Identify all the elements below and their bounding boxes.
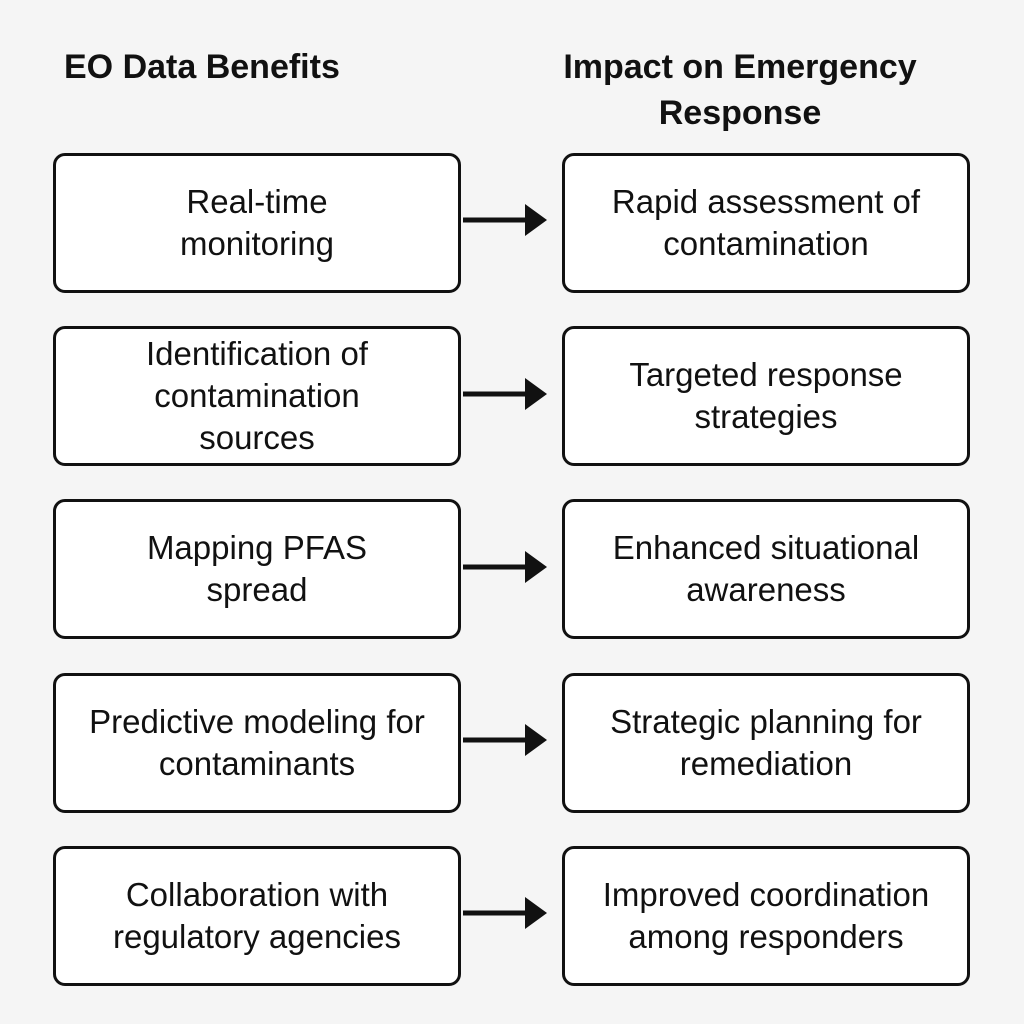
benefit-box-identification-of-sources: Identification of contamination sources [53, 326, 461, 466]
impact-label: Enhanced situational awareness [612, 529, 920, 608]
benefit-box-predictive-modeling: Predictive modeling for contaminants [53, 673, 461, 813]
impact-label: Rapid assessment of contamination [611, 183, 921, 262]
benefit-box-real-time-monitoring: Real-time monitoring [53, 153, 461, 293]
benefit-label: Identification of contamination sources [146, 335, 368, 456]
arrow-icon [461, 893, 562, 933]
impact-box-situational-awareness: Enhanced situational awareness [562, 499, 970, 639]
arrow-icon [461, 720, 562, 760]
benefit-box-collaboration-with-agencies: Collaboration with regulatory agencies [53, 846, 461, 986]
impact-box-strategic-planning: Strategic planning for remediation [562, 673, 970, 813]
benefit-label: Collaboration with regulatory agencies [112, 876, 401, 955]
arrow-icon [461, 200, 562, 240]
benefit-label: Predictive modeling for contaminants [89, 703, 425, 782]
benefits-column-header: EO Data Benefits [64, 48, 340, 86]
impact-label: Strategic planning for remediation [610, 703, 922, 782]
impact-box-rapid-assessment: Rapid assessment of contamination [562, 153, 970, 293]
arrow-icon [461, 547, 562, 587]
impact-box-targeted-response: Targeted response strategies [562, 326, 970, 466]
impact-column-header: Impact on Emergency Response [563, 48, 917, 132]
benefit-label: Mapping PFAS spread [146, 529, 368, 608]
impact-label: Improved coordination among responders [602, 876, 930, 955]
benefit-box-mapping-pfas-spread: Mapping PFAS spread [53, 499, 461, 639]
impact-box-improved-coordination: Improved coordination among responders [562, 846, 970, 986]
benefit-label: Real-time monitoring [179, 183, 335, 262]
impact-label: Targeted response strategies [629, 356, 903, 435]
arrow-icon [461, 374, 562, 414]
